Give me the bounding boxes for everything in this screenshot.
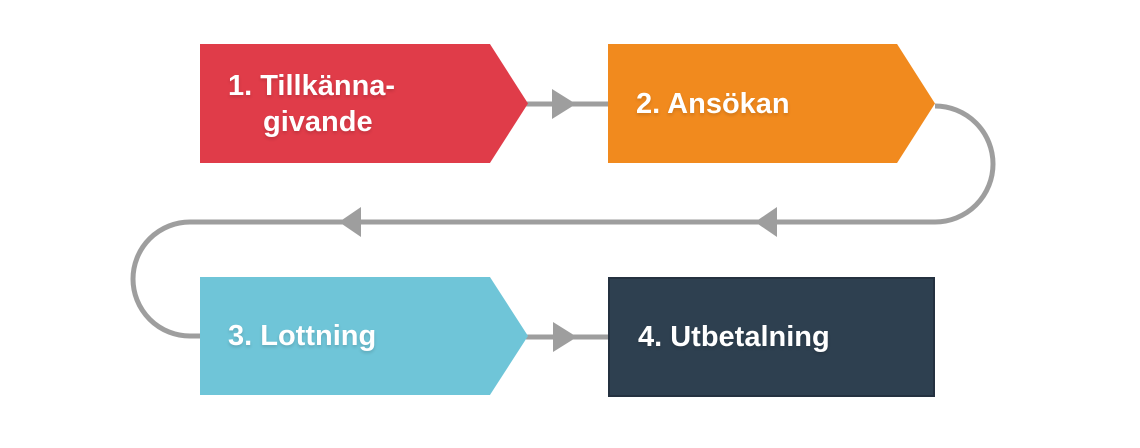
flow-step-1-tillkannagivande: 1. Tillkänna- givande	[200, 44, 528, 163]
connector-loop-line	[130, 103, 996, 339]
arrow-left-icon	[339, 207, 361, 237]
step-label: 4. Utbetalning	[638, 321, 830, 353]
arrow-left-icon	[755, 207, 777, 237]
connector-loop-step2-step3	[130, 103, 996, 339]
flow-step-2-ansokan: 2. Ansökan	[608, 44, 935, 163]
flow-step-4-utbetalning: 4. Utbetalning	[608, 277, 935, 397]
connector-step3-step4	[526, 322, 610, 352]
step-label: 2. Ansökan	[636, 87, 790, 120]
arrow-right-icon	[552, 89, 576, 119]
step-label-line-2: givande	[263, 105, 373, 138]
flow-step-3-lottning: 3. Lottning	[200, 277, 528, 395]
step-label-line-1: 1. Tillkänna-	[228, 69, 396, 102]
arrow-right-icon	[553, 322, 577, 352]
step-label: 1. Tillkänna- givande	[200, 68, 395, 140]
step-label: 3. Lottning	[228, 320, 377, 352]
connector-step1-step2	[526, 89, 610, 119]
